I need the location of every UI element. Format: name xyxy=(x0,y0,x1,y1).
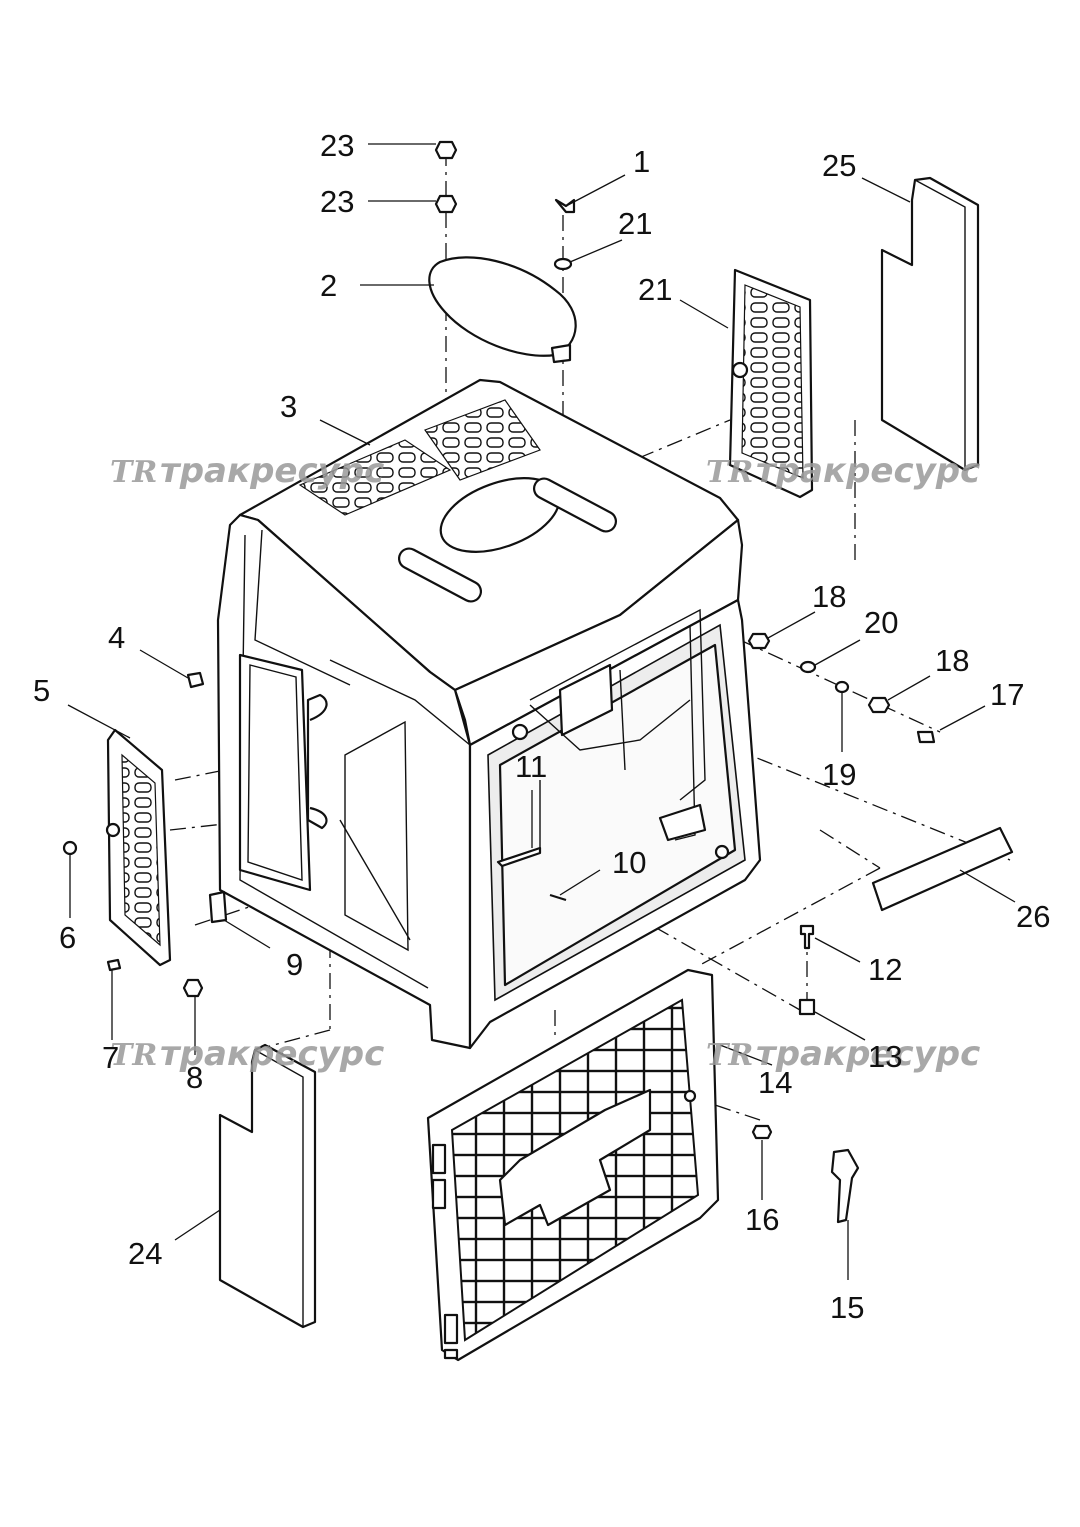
callout-19: 19 xyxy=(822,757,856,792)
callout-18-lower: 18 xyxy=(935,643,969,678)
svg-text:TR: TR xyxy=(110,1038,157,1073)
watermark-text: тракресурс xyxy=(756,1034,980,1074)
front-grille-door xyxy=(426,968,720,1362)
watermark-text: тракресурс xyxy=(756,451,980,491)
callout-3: 3 xyxy=(280,389,297,424)
callout-11: 11 xyxy=(515,749,547,784)
callout-24: 24 xyxy=(128,1236,162,1271)
callout-20: 20 xyxy=(864,605,898,640)
svg-text:TR: TR xyxy=(110,455,157,490)
callout-7: 7 xyxy=(102,1040,119,1075)
callout-9: 9 xyxy=(286,947,303,982)
callout-10: 10 xyxy=(612,845,646,880)
callout-12: 12 xyxy=(868,952,902,987)
top-cover-plate xyxy=(428,256,577,364)
callout-14: 14 xyxy=(758,1065,792,1100)
watermark-group: TR TR TR TR тракресурс тракресурс тракре… xyxy=(110,451,980,1074)
watermark-text: тракресурс xyxy=(160,451,384,491)
callout-25: 25 xyxy=(822,148,856,183)
svg-text:TR: TR xyxy=(706,455,753,490)
upper-grille-panel xyxy=(728,268,814,499)
hood-body xyxy=(216,378,762,1050)
callout-21: 21 xyxy=(638,272,672,307)
side-grille-panel xyxy=(105,728,172,967)
callout-26: 26 xyxy=(1016,899,1050,934)
callout-2: 2 xyxy=(320,268,337,303)
watermark-text: тракресурс xyxy=(160,1034,384,1074)
callout-5: 5 xyxy=(33,673,50,708)
callout-labels: 23 23 1 21 2 21 25 3 4 5 6 7 8 9 10 11 1… xyxy=(33,128,1050,1325)
callout-15: 15 xyxy=(830,1290,864,1325)
callout-4: 4 xyxy=(108,620,125,655)
leader-lines xyxy=(67,143,1016,1280)
callout-23-lower: 23 xyxy=(320,184,354,219)
watermark-logo: TR TR TR TR xyxy=(110,455,753,1073)
callout-23-upper: 23 xyxy=(320,128,354,163)
seal-strip xyxy=(871,826,1014,912)
callout-17: 17 xyxy=(990,677,1024,712)
callout-1: 1 xyxy=(633,144,650,179)
callout-16: 16 xyxy=(745,1202,779,1237)
svg-text:TR: TR xyxy=(706,1038,753,1073)
callout-22: 21 xyxy=(618,206,652,241)
callout-8: 8 xyxy=(186,1060,203,1095)
callout-13: 13 xyxy=(868,1039,902,1074)
callout-6: 6 xyxy=(59,920,76,955)
callout-18-upper: 18 xyxy=(812,579,846,614)
hardware xyxy=(62,140,936,1224)
foam-blocks xyxy=(218,176,980,1329)
